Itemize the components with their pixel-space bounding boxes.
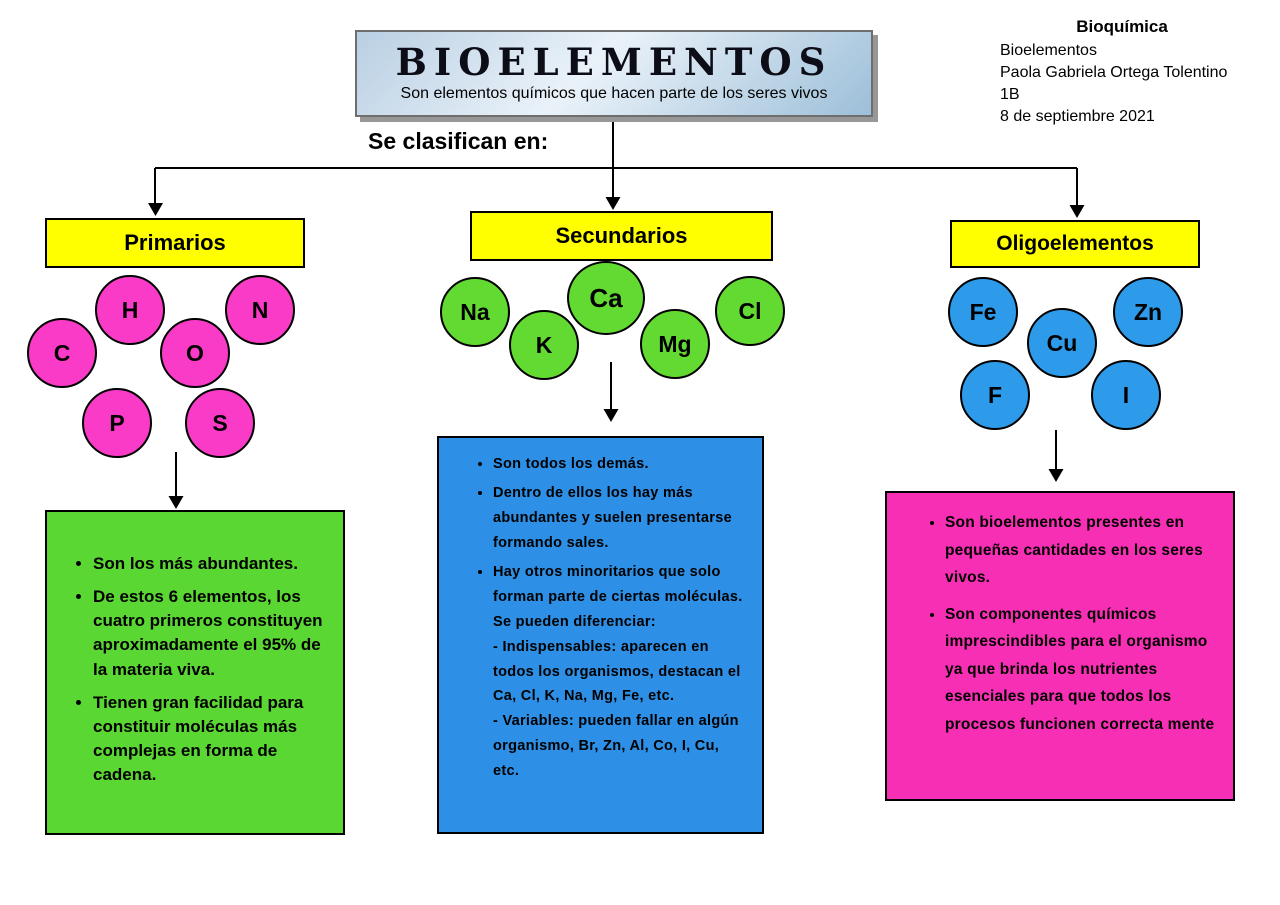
- element-circle-h: H: [95, 275, 165, 345]
- secundarios-bullet-2: Dentro de ellos los hay más abundantes y…: [493, 481, 746, 556]
- element-circle-f: F: [960, 360, 1030, 430]
- element-circle-i: I: [1091, 360, 1161, 430]
- secundarios-description-box: Son todos los demás. Dentro de ellos los…: [437, 436, 764, 834]
- primarios-bullet-3: Tienen gran facilidad para constituir mo…: [93, 691, 329, 788]
- secundarios-bullet-3: Hay otros minoritarios que solo forman p…: [493, 560, 746, 784]
- element-circle-mg: Mg: [640, 309, 710, 379]
- secundarios-bullet-1: Son todos los demás.: [493, 452, 746, 477]
- secundarios-bullet-list: Son todos los demás. Dentro de ellos los…: [463, 452, 746, 784]
- classify-label: Se clasifican en:: [368, 128, 549, 154]
- page-title: BIOELEMENTOS: [395, 40, 833, 84]
- header-note-group: 1B: [1000, 86, 1020, 103]
- element-circle-na: Na: [440, 277, 510, 347]
- element-circle-s: S: [185, 388, 255, 458]
- page-subtitle: Son elementos químicos que hacen parte d…: [400, 85, 828, 102]
- element-circle-ca: Ca: [567, 261, 645, 335]
- primarios-bullet-2: De estos 6 elementos, los cuatro primero…: [93, 585, 329, 682]
- oligoelementos-bullet-2: Son componentes químicos imprescindibles…: [945, 601, 1215, 739]
- element-circle-o: O: [160, 318, 230, 388]
- element-circle-zn: Zn: [1113, 277, 1183, 347]
- category-oligoelementos: Oligoelementos: [950, 220, 1200, 268]
- element-circle-n: N: [225, 275, 295, 345]
- category-primarios: Primarios: [45, 218, 305, 268]
- header-note: Bioquímica Bioelementos Paola Gabriela O…: [1000, 16, 1244, 128]
- primarios-bullet-list: Son los más abundantes. De estos 6 eleme…: [63, 552, 329, 787]
- element-circle-cl: Cl: [715, 276, 785, 346]
- oligoelementos-bullet-1: Son bioelementos presentes en pequeñas c…: [945, 509, 1215, 592]
- header-note-subject: Bioquímica: [1076, 17, 1168, 36]
- primarios-description-box: Son los más abundantes. De estos 6 eleme…: [45, 510, 345, 835]
- element-circle-cu: Cu: [1027, 308, 1097, 378]
- header-note-topic: Bioelementos: [1000, 42, 1097, 59]
- element-circle-c: C: [27, 318, 97, 388]
- oligoelementos-bullet-list: Son bioelementos presentes en pequeñas c…: [915, 509, 1215, 739]
- title-box: BIOELEMENTOS Son elementos químicos que …: [355, 30, 873, 117]
- element-circle-k: K: [509, 310, 579, 380]
- category-secundarios: Secundarios: [470, 211, 773, 261]
- header-note-date: 8 de septiembre 2021: [1000, 108, 1155, 125]
- element-circle-p: P: [82, 388, 152, 458]
- header-note-author: Paola Gabriela Ortega Tolentino: [1000, 64, 1228, 81]
- oligoelementos-description-box: Son bioelementos presentes en pequeñas c…: [885, 491, 1235, 801]
- element-circle-fe: Fe: [948, 277, 1018, 347]
- primarios-bullet-1: Son los más abundantes.: [93, 552, 329, 576]
